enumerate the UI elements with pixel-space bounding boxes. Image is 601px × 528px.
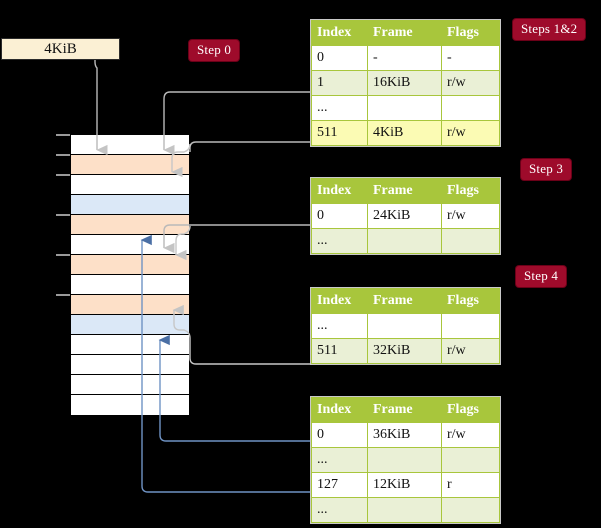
table-cell: 511 (311, 338, 368, 364)
table-cell: ... (311, 447, 368, 473)
table-cell: 24KiB (367, 203, 442, 229)
table-cell: 0 (311, 422, 368, 448)
table-cell: 127 (311, 472, 368, 498)
column-header-flags: Flags (441, 397, 500, 423)
table-row: ... (311, 313, 500, 339)
table-cell: - (367, 45, 442, 71)
physical-memory-column (70, 134, 190, 415)
table-row: ... (311, 497, 500, 523)
memory-tick (56, 254, 70, 256)
memory-tick (56, 294, 70, 296)
source-frame-box: 4KiB (1, 38, 120, 60)
memory-tick (56, 174, 70, 176)
memory-row (71, 155, 189, 175)
table-cell: ... (311, 497, 368, 523)
table-cell: 12KiB (367, 472, 442, 498)
badge-step-4: Step 4 (516, 266, 567, 287)
memory-row (71, 175, 189, 195)
memory-row (71, 295, 189, 315)
column-header-index: Index (311, 397, 368, 423)
table-cell: 0 (311, 45, 368, 71)
memory-row (71, 215, 189, 235)
table-cell: 16KiB (367, 70, 442, 96)
source-frame-label: 4KiB (44, 40, 77, 57)
table-cell: 32KiB (367, 338, 442, 364)
table-cell: r/w (441, 120, 500, 146)
table-row: ... (311, 95, 500, 121)
memory-row (71, 195, 189, 215)
column-header-frame: Frame (367, 178, 442, 204)
table-cell (367, 228, 442, 254)
badge-step-3: Step 3 (521, 159, 572, 180)
memory-tick (56, 154, 70, 156)
table-cell: 1 (311, 70, 368, 96)
badge-step-0: Step 0 (189, 40, 240, 61)
column-header-frame: Frame (367, 397, 442, 423)
table-cell: ... (311, 228, 368, 254)
table-cell: 511 (311, 120, 368, 146)
column-header-frame: Frame (367, 20, 442, 46)
column-header-flags: Flags (441, 178, 500, 204)
memory-row (71, 235, 189, 255)
table-cell (441, 497, 500, 523)
table-cell (367, 313, 442, 339)
column-header-index: Index (311, 178, 368, 204)
memory-row (71, 135, 189, 155)
table-cell: r/w (441, 422, 500, 448)
column-header-index: Index (311, 288, 368, 314)
column-header-frame: Frame (367, 288, 442, 314)
table-cell: ... (311, 95, 368, 121)
column-header-index: Index (311, 20, 368, 46)
memory-row (71, 335, 189, 355)
table-cell: r (441, 472, 500, 498)
table-row: ... (311, 228, 500, 254)
memory-row (71, 315, 189, 335)
table-cell: r/w (441, 70, 500, 96)
table-cell (441, 313, 500, 339)
table-cell: 0 (311, 203, 368, 229)
table-cell: - (441, 45, 500, 71)
table-cell (367, 95, 442, 121)
memory-row (71, 275, 189, 295)
table-cell (441, 447, 500, 473)
badge-steps-1-2: Steps 1&2 (513, 19, 586, 40)
memory-tick (56, 214, 70, 216)
column-header-flags: Flags (441, 288, 500, 314)
table-cell (441, 228, 500, 254)
table-row: 0-- (311, 45, 500, 71)
memory-tick (56, 134, 70, 136)
column-header-flags: Flags (441, 20, 500, 46)
table-cell: r/w (441, 203, 500, 229)
memory-row (71, 395, 189, 415)
table-cell: r/w (441, 338, 500, 364)
table-cell: 36KiB (367, 422, 442, 448)
memory-row (71, 355, 189, 375)
table-cell (367, 447, 442, 473)
table-cell: ... (311, 313, 368, 339)
table-row: ... (311, 447, 500, 473)
table-cell (441, 95, 500, 121)
table-cell (367, 497, 442, 523)
memory-row (71, 375, 189, 395)
memory-row (71, 255, 189, 275)
table-cell: 4KiB (367, 120, 442, 146)
